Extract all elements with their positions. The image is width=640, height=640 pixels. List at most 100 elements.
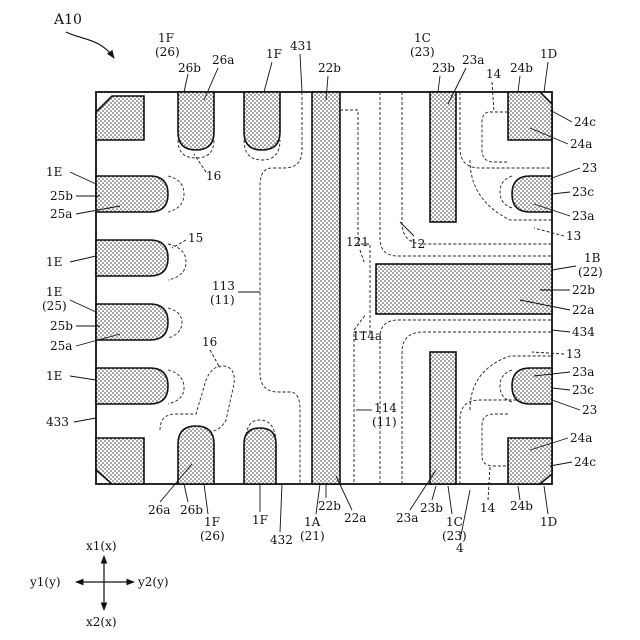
axis-x2-label: x2(x) [86, 615, 117, 629]
leader-1F-26-bottom [204, 484, 208, 514]
label-23-top: 23 [582, 161, 597, 175]
label-432: 432 [270, 533, 293, 547]
label-24b-bottom: 24b [510, 499, 533, 513]
label-1E-3-sub: (25) [42, 299, 67, 313]
label-23a-right-top: 23a [572, 209, 594, 223]
pad-1F-top [244, 92, 280, 150]
leader-24b-bottom [518, 486, 520, 500]
leader-1D-bottom [544, 486, 548, 514]
pad-1E-3 [96, 304, 168, 340]
leader-1B [552, 266, 576, 270]
label-1F-top: 1F [266, 47, 282, 61]
label-22a-right: 22a [572, 303, 594, 317]
region-15-c [168, 308, 182, 338]
label-1C-23-top-sub: (23) [410, 45, 435, 59]
leader-432 [280, 484, 282, 532]
leader-24c-bottom [550, 462, 572, 466]
label-1A: 1A [304, 515, 321, 529]
leader-12 [400, 222, 414, 236]
label-24b-top: 24b [510, 61, 533, 75]
label-24c-bottom: 24c [574, 455, 596, 469]
corner-pad-1D-top [508, 92, 552, 140]
label-1E-1: 1E [46, 165, 62, 179]
leader-26b-bottom [184, 484, 188, 502]
label-1C-23-top: 1C [414, 31, 431, 45]
label-1B-sub: (22) [578, 265, 603, 279]
region-23c-bottom [500, 370, 512, 402]
label-1A-sub: (21) [300, 529, 325, 543]
leader-1E-3 [70, 300, 96, 312]
region-15-a [168, 176, 184, 212]
label-12: 12 [410, 237, 425, 251]
label-114a: 114a [352, 329, 382, 343]
lead-1A-21 [312, 92, 340, 484]
region-16-bottom [160, 366, 234, 432]
leader-1E-4 [70, 376, 96, 380]
label-22b-bottom: 22b [318, 499, 341, 513]
label-13-bottom: 13 [566, 347, 581, 361]
label-24c-top: 24c [574, 115, 596, 129]
leader-14-top [492, 82, 494, 112]
label-25a-1: 25a [50, 207, 72, 221]
label-114-sub: (11) [372, 415, 397, 429]
label-16-bottom: 16 [202, 335, 217, 349]
leader-23b-bottom [432, 486, 436, 500]
leader-14-bottom [488, 466, 490, 500]
label-22b-right: 22b [572, 283, 595, 297]
label-114: 114 [374, 401, 397, 415]
label-16-top: 16 [206, 169, 221, 183]
label-23b-top: 23b [432, 61, 455, 75]
label-1F-26-bottom-sub: (26) [200, 529, 225, 543]
leader-23c-top [552, 192, 570, 194]
region-23c-top [500, 176, 512, 208]
pad-1F-bottom [244, 428, 276, 484]
pad-1E-1 [96, 176, 168, 212]
region-113-outline [260, 92, 302, 484]
leader-23c-bottom [552, 388, 570, 390]
label-433: 433 [46, 415, 69, 429]
leader-433 [74, 418, 96, 422]
leader-13-top [534, 228, 564, 236]
lead-1C-23-top [430, 92, 456, 222]
pad-23c-top [512, 176, 552, 212]
region-14-upper-notch [482, 112, 508, 162]
label-24a-top: 24a [570, 137, 592, 151]
label-25b-3: 25b [50, 319, 73, 333]
label-25b-1: 25b [50, 189, 73, 203]
label-26b-top: 26b [178, 61, 201, 75]
label-15: 15 [188, 231, 203, 245]
label-1D-top: 1D [540, 47, 557, 61]
label-1F-26-top: 1F [158, 31, 174, 45]
leader-23b-top [438, 76, 440, 92]
leader-24c-top [550, 110, 572, 122]
figure-ref: A10 [53, 12, 82, 28]
label-25a-3: 25a [50, 339, 72, 353]
axis-y2-label: y2(y) [137, 575, 169, 589]
label-1D-bottom: 1D [540, 515, 557, 529]
label-1F-26-top-sub: (26) [155, 45, 180, 59]
leader-121 [360, 250, 364, 262]
label-24a-bottom: 24a [570, 431, 592, 445]
leader-1E-1 [70, 172, 96, 184]
leader-23-bottom [552, 400, 580, 410]
leader-24b-top [518, 76, 520, 92]
leader-23-top [552, 168, 580, 178]
label-22a-bottom: 22a [344, 511, 366, 525]
region-114-outline [340, 110, 370, 484]
label-4: 4 [456, 541, 464, 555]
label-434: 434 [572, 325, 595, 339]
label-26a-bottom: 26a [148, 503, 170, 517]
leader-16-bottom [210, 350, 220, 368]
axis-indicator: x1(x) x2(x) y1(y) y2(y) [29, 539, 169, 629]
leader-434 [552, 330, 570, 332]
lead-1B-22 [376, 264, 552, 314]
leader-1C-23-bottom [448, 486, 452, 514]
label-1F-26-bottom: 1F [204, 515, 220, 529]
label-23a-right-bottom: 23a [572, 365, 594, 379]
leader-114a [354, 314, 366, 330]
label-113: 113 [212, 279, 235, 293]
label-1B: 1B [584, 251, 601, 265]
label-1C-23-bottom: 1C [446, 515, 463, 529]
label-1E-2: 1E [46, 255, 62, 269]
leader-13-bottom [532, 352, 564, 354]
